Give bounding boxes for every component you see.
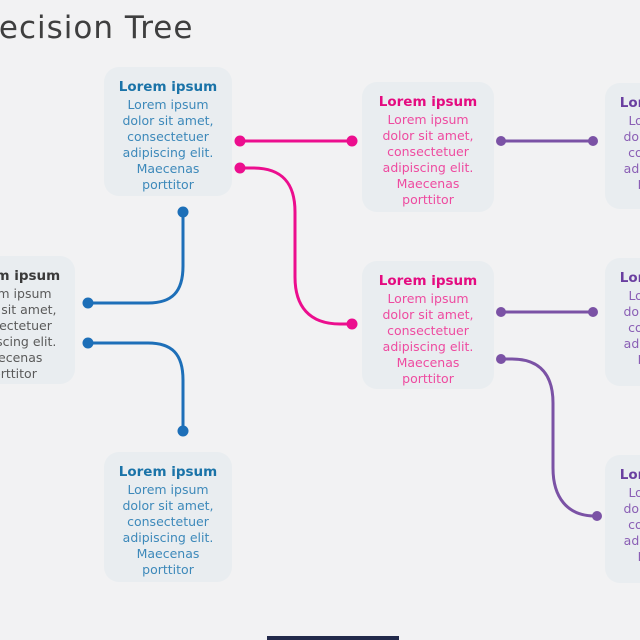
connector-dot — [234, 162, 246, 174]
node-pink-mid: Lorem ipsum Lorem ipsum dolor sit amet, … — [362, 261, 494, 389]
page-title: Decision Tree — [0, 10, 194, 46]
node-body: Lorem ipsum dolor sit amet, consectetuer… — [382, 112, 474, 207]
node-title: Lorem ipsum — [378, 94, 478, 110]
connector-dot — [177, 425, 189, 437]
node-blue-bottom: Lorem ipsum Lorem ipsum dolor sit amet, … — [104, 452, 232, 582]
node-title: Lorem ipsum — [118, 79, 218, 95]
connector-dot — [82, 337, 94, 349]
connector-dot — [234, 135, 246, 147]
connector-dot — [496, 354, 506, 364]
node-purple-bottom: Lorem ipsum Lorem ipsum dolor sit amet, … — [605, 455, 640, 583]
connector-dot — [588, 136, 598, 146]
purple-connectors — [496, 136, 602, 521]
node-title: Lorem ipsum — [0, 268, 61, 284]
node-body: Lorem ipsum dolor sit amet, consectetuer… — [382, 291, 474, 386]
node-title: Lorem ipsum — [118, 464, 218, 480]
node-body: Lorem ipsum dolor sit amet, consectetuer… — [623, 288, 640, 367]
node-purple-mid: Lorem ipsum Lorem ipsum dolor sit amet, … — [605, 258, 640, 386]
connector-root-to-blue-bottom — [88, 341, 185, 431]
node-title: Lorem ipsum — [378, 273, 478, 289]
connector-dot — [592, 511, 602, 521]
connector-dot — [588, 307, 598, 317]
node-purple-top: Lorem ipsum Lorem ipsum dolor sit amet, … — [605, 83, 640, 209]
node-body: Lorem ipsum dolor sit amet, consectetuer… — [122, 97, 214, 192]
connector-dot — [82, 297, 94, 309]
connector-dot — [496, 136, 506, 146]
pink-connectors — [234, 135, 358, 330]
connector-root-to-blue-top — [88, 212, 185, 305]
connector-dot — [346, 135, 358, 147]
node-root: Lorem ipsum Lorem ipsum dolor sit amet, … — [0, 256, 75, 384]
node-pink-top: Lorem ipsum Lorem ipsum dolor sit amet, … — [362, 82, 494, 212]
connector-pink-mid-to-purple-bottom — [501, 357, 597, 518]
connector-dot — [496, 307, 506, 317]
connector-blue-top-to-pink-mid — [240, 166, 352, 326]
blue-connectors — [82, 206, 189, 437]
connector-dot — [177, 206, 189, 218]
node-body: Lorem ipsum dolor sit amet, consectetuer… — [623, 485, 640, 564]
node-body: Lorem ipsum dolor sit amet, consectetuer… — [623, 113, 640, 192]
footer-bar — [267, 636, 399, 640]
connector-dot — [346, 318, 358, 330]
node-title: Lorem ipsum — [619, 95, 640, 111]
node-title: Lorem ipsum — [619, 270, 640, 286]
node-title: Lorem ipsum — [619, 467, 640, 483]
node-blue-top: Lorem ipsum Lorem ipsum dolor sit amet, … — [104, 67, 232, 196]
node-body: Lorem ipsum dolor sit amet, consectetuer… — [0, 286, 57, 381]
node-body: Lorem ipsum dolor sit amet, consectetuer… — [122, 482, 214, 577]
